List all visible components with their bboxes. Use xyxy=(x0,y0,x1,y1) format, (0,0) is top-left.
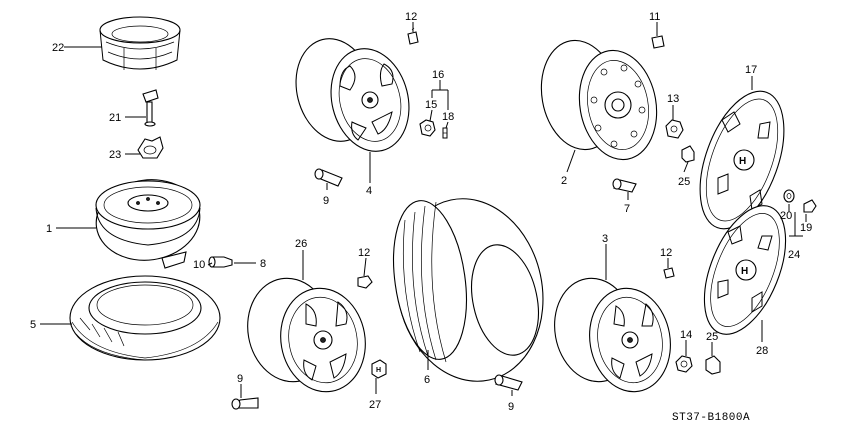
svg-text:H: H xyxy=(739,156,746,167)
callout-8: 8 xyxy=(260,258,266,270)
callout-10: 10 xyxy=(193,259,205,271)
callout-3: 3 xyxy=(602,233,608,245)
svg-text:H: H xyxy=(741,266,748,277)
callout-12-middle: 12 xyxy=(358,247,370,259)
alloy-wheel-lower xyxy=(247,277,366,393)
leader-lines xyxy=(40,22,807,398)
callout-9-lower-center: 9 xyxy=(508,401,514,413)
wheel-cover-lower: H xyxy=(703,205,787,335)
balance-weight-right xyxy=(651,35,665,49)
center-cap-nut xyxy=(419,119,448,139)
callout-28: 28 xyxy=(756,345,768,357)
balance-weight-middle xyxy=(357,275,373,289)
callout-2: 2 xyxy=(561,175,567,187)
cover-clip xyxy=(803,199,817,213)
balance-weight-lower-right xyxy=(663,267,675,279)
callout-9-upper: 9 xyxy=(323,195,329,207)
lug-nut-lower xyxy=(675,355,693,373)
valve-stem-lower-left xyxy=(231,397,259,410)
callout-25-lower: 25 xyxy=(706,331,718,343)
spare-hold-down-bolt xyxy=(142,89,159,127)
cover-washer xyxy=(783,189,795,203)
callout-22: 22 xyxy=(52,42,64,54)
wheel-cover-upper: H xyxy=(699,90,785,230)
callout-12-upper: 12 xyxy=(405,11,417,23)
spare-wing-nut xyxy=(137,136,164,159)
callout-15: 15 xyxy=(425,99,437,111)
callout-labels: 22 21 23 1 5 10 8 12 16 15 18 4 9 11 13 … xyxy=(30,11,812,413)
callout-9-lower-left: 9 xyxy=(237,373,243,385)
valve-stem-upper xyxy=(314,168,343,187)
callout-25-upper: 25 xyxy=(678,176,690,188)
lug-nut-upper xyxy=(665,119,684,139)
valve-stem-right xyxy=(612,178,637,193)
valve-stem-lower-center xyxy=(494,374,523,391)
main-tire xyxy=(393,198,544,382)
alloy-wheel-upper xyxy=(295,38,410,152)
callout-23: 23 xyxy=(109,149,121,161)
callout-4: 4 xyxy=(366,185,372,197)
wheel-nut-upper xyxy=(681,145,695,163)
steel-wheel xyxy=(540,39,658,161)
spare-wheel xyxy=(95,179,201,261)
alloy-wheel-right xyxy=(554,277,671,393)
callout-11: 11 xyxy=(649,11,660,23)
callout-24: 24 xyxy=(788,249,800,261)
callout-5: 5 xyxy=(30,319,36,331)
callout-6: 6 xyxy=(424,374,430,386)
callout-7: 7 xyxy=(624,203,630,215)
spare-tire xyxy=(69,275,221,361)
svg-text:H: H xyxy=(376,367,381,374)
callout-12-lower: 12 xyxy=(660,247,672,259)
callout-19: 19 xyxy=(800,222,812,234)
callout-18: 18 xyxy=(442,111,454,123)
spare-tire-tray xyxy=(99,16,181,70)
wheel-nut-lower xyxy=(705,355,721,375)
callout-26: 26 xyxy=(295,238,307,250)
callout-20: 20 xyxy=(780,210,792,222)
callout-17: 17 xyxy=(745,64,757,76)
callout-13: 13 xyxy=(667,93,679,105)
callout-16: 16 xyxy=(432,69,444,81)
callout-21: 21 xyxy=(109,112,121,124)
center-cap-lower: H xyxy=(371,359,387,379)
callout-14: 14 xyxy=(680,329,692,341)
callout-1: 1 xyxy=(46,223,52,235)
diagram-code: ST37-B1800A xyxy=(672,412,750,424)
spare-valve-stem xyxy=(208,256,233,268)
caution-tag xyxy=(161,251,187,269)
callout-27: 27 xyxy=(369,399,381,411)
